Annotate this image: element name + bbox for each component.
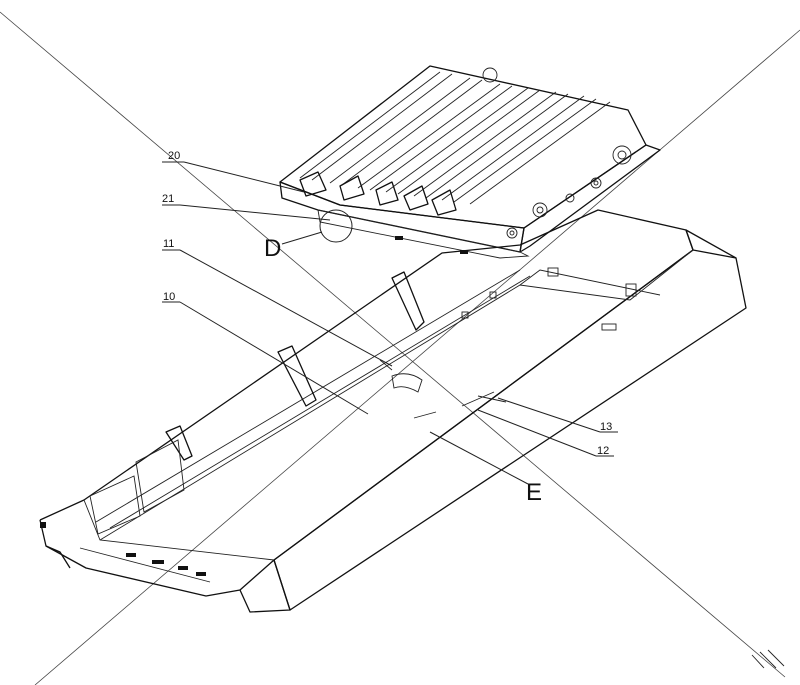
diagonal-cross-lines (0, 11, 800, 685)
reference-labels: 20 21 11 10 13 12 D E (162, 150, 612, 506)
label-13: 13 (600, 421, 612, 433)
reference-leaders (162, 161, 618, 485)
upper-roller-assembly (279, 65, 661, 259)
label-21: 21 (162, 193, 174, 205)
detail-d-circle (319, 209, 353, 243)
label-20: 20 (168, 150, 180, 162)
corner-mark (751, 649, 785, 669)
detail-label-e: E (526, 479, 542, 506)
lower-frame-assembly (39, 209, 747, 613)
label-11: 11 (163, 238, 174, 250)
label-12: 12 (597, 445, 609, 457)
label-10: 10 (163, 291, 175, 303)
detail-label-d: D (264, 235, 281, 262)
